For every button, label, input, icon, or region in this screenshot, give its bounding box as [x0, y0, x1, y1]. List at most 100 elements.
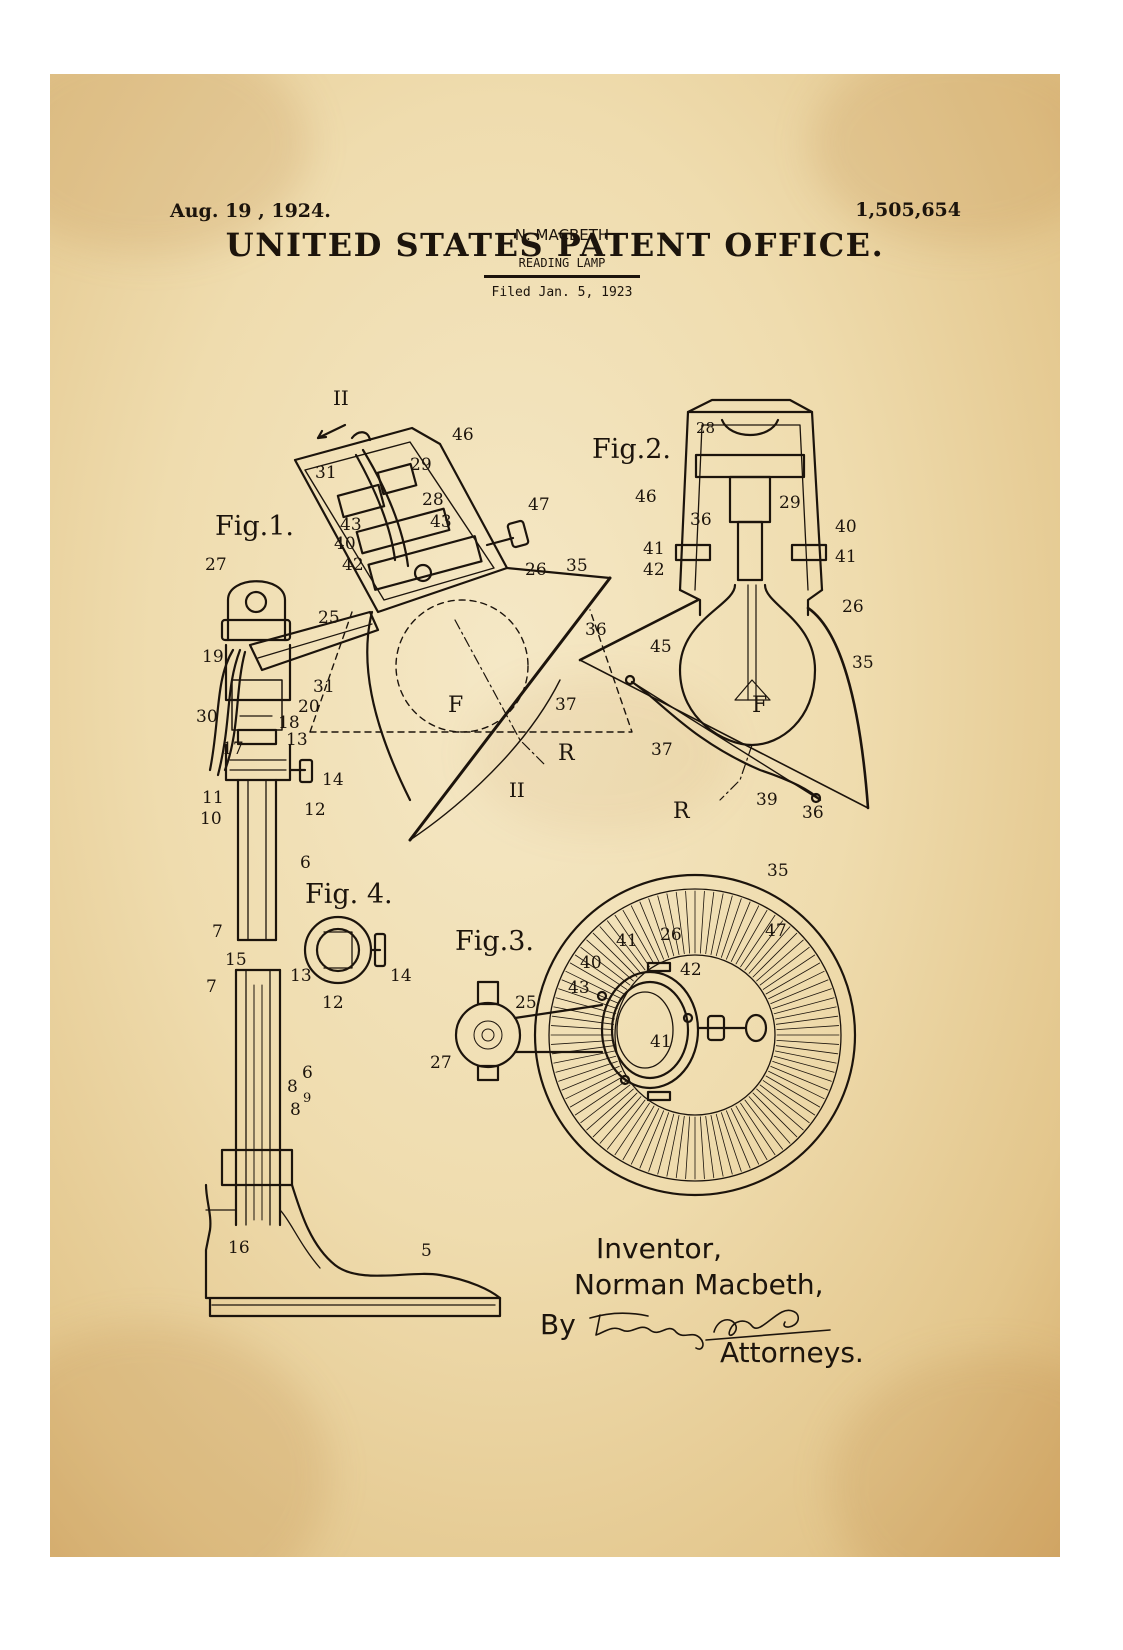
reflector-ray — [666, 893, 680, 955]
ref-numeral: 6 — [300, 853, 311, 873]
reflector-ray — [639, 901, 665, 960]
reflector-ray — [770, 1065, 829, 1091]
reflector-ray — [569, 1075, 625, 1108]
reflector-ray — [666, 1115, 680, 1177]
inventor-full-name: Norman Macbeth, — [574, 1268, 824, 1301]
attorneys-label: Attorneys. — [720, 1336, 864, 1369]
ref-numeral: 19 — [202, 647, 224, 667]
ref-numeral: 37 — [555, 695, 577, 715]
filed-date: Filed Jan. 5, 1923 — [491, 285, 633, 300]
reflector-ray — [740, 1102, 776, 1156]
ref-numeral: 15 — [225, 950, 247, 970]
reflector-ray — [558, 1060, 618, 1082]
heading-rule — [484, 275, 640, 278]
ref-numeral: R — [673, 799, 691, 824]
reflector-ray — [725, 1110, 751, 1169]
reflector-ray — [685, 890, 691, 954]
reflector-ray — [765, 962, 821, 995]
reflector-ray — [740, 914, 776, 968]
reflector-ray — [748, 1096, 791, 1144]
reflector-ray — [555, 997, 617, 1015]
ref-numeral: 7 — [212, 922, 223, 942]
ref-numeral: II — [509, 778, 525, 802]
ref-numeral: 35 — [566, 556, 588, 576]
reflector-ray — [715, 895, 733, 957]
reflector-ray — [730, 905, 760, 962]
ref-numeral: R — [558, 741, 576, 766]
ref-numeral: 40 — [835, 517, 857, 537]
reflector-ray — [551, 1015, 615, 1025]
reflector-ray — [574, 1080, 628, 1116]
reflector-ray — [705, 891, 715, 955]
ref-numeral: 8 — [287, 1077, 298, 1097]
ref-numeral: II — [333, 386, 349, 410]
reflector-ray — [748, 926, 791, 974]
ref-numeral: 9 — [303, 1091, 311, 1106]
reflector-ray — [599, 926, 642, 974]
patent-office-heading: UNITED STATES PATENT OFFICE. — [225, 226, 885, 264]
reflector-ray — [586, 939, 634, 982]
ref-numeral: 14 — [390, 966, 412, 986]
ref-numeral: F — [448, 693, 463, 718]
reflector-ray — [775, 1015, 839, 1025]
ref-numeral: 5 — [421, 1241, 432, 1261]
reflector-ray — [756, 939, 804, 982]
ref-numeral: 25 — [515, 993, 537, 1013]
reflector-ray — [622, 909, 655, 965]
fig3-drawing — [454, 873, 857, 1197]
reflector-ray — [773, 997, 835, 1015]
reflector-ray — [735, 909, 768, 965]
reflector-ray — [657, 1113, 675, 1175]
ref-numeral: 46 — [452, 425, 474, 445]
reflector-ray — [675, 891, 685, 955]
reflector-ray — [772, 1060, 832, 1082]
ref-numeral: 29 — [779, 493, 801, 513]
reflector-ray — [710, 1115, 724, 1177]
ref-numeral: 41 — [616, 931, 638, 951]
ref-numeral: 45 — [650, 637, 672, 657]
reflector-ray — [775, 1006, 837, 1020]
ref-numeral: 25 — [318, 608, 340, 628]
ref-numeral: 35 — [767, 861, 789, 881]
patent-date: Aug. 19 , 1924. — [170, 200, 331, 222]
reflector-ray — [550, 1025, 614, 1031]
reflector-ray — [772, 988, 832, 1010]
reflector-ray — [776, 1025, 840, 1031]
ref-numeral: 7 — [206, 977, 217, 997]
ref-numeral: 14 — [322, 770, 344, 790]
ref-numeral: 13 — [290, 966, 312, 986]
reflector-ray — [592, 932, 638, 978]
ref-numeral: 31 — [315, 463, 337, 483]
ref-numeral: 28 — [422, 490, 444, 510]
ref-numeral: 36 — [690, 510, 712, 530]
reflector-ray — [648, 898, 670, 958]
reflector-ray — [592, 1092, 638, 1138]
reflector-ray — [759, 1084, 810, 1124]
ref-numeral: 43 — [340, 515, 362, 535]
reflector-ray — [699, 1116, 705, 1180]
reflector-ray — [705, 1115, 715, 1179]
reflector-ray — [768, 1070, 825, 1100]
reflector-ray — [606, 1099, 646, 1150]
reflector-ray — [657, 895, 675, 957]
ref-numeral: 28 — [696, 419, 715, 437]
reflector-ray — [756, 1088, 804, 1131]
ref-numeral: 16 — [228, 1238, 250, 1258]
attorney-signature-scribble — [589, 1309, 831, 1350]
ref-numeral: 39 — [756, 790, 778, 810]
ref-numeral: 42 — [643, 560, 665, 580]
ref-numeral: 41 — [835, 547, 857, 567]
ref-numeral: 46 — [635, 487, 657, 507]
reflector-ray — [773, 1055, 835, 1073]
reflector-ray — [639, 1110, 665, 1169]
reflector-ray — [565, 1070, 622, 1100]
ref-numeral: 17 — [222, 739, 244, 759]
reflector-ray — [744, 920, 784, 971]
ref-numeral: 41 — [650, 1032, 672, 1052]
reflector-ray — [685, 1116, 691, 1180]
ref-numeral: 41 — [643, 539, 665, 559]
reflector-ray — [630, 1108, 660, 1165]
fig1-drawing — [204, 423, 633, 1318]
fig4-label: Fig. 4. — [305, 879, 393, 910]
